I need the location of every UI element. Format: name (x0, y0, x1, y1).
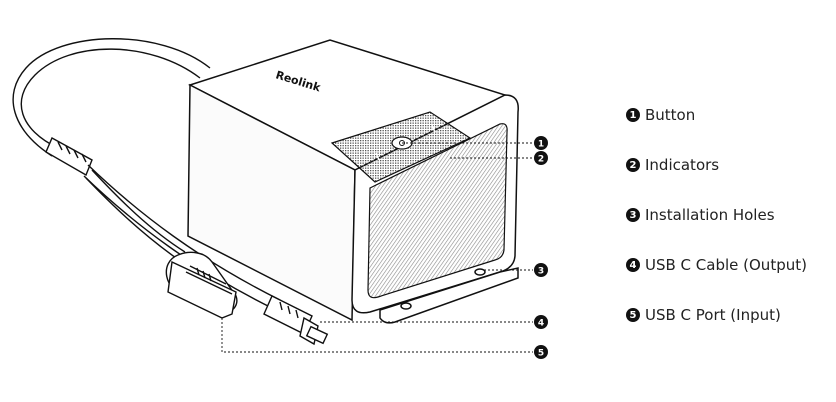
legend-label: Button (645, 106, 696, 124)
legend-label: Indicators (645, 156, 720, 174)
svg-text:2: 2 (538, 155, 544, 165)
legend-item-usb-c-cable-output: 4 USB C Cable (Output) (626, 240, 807, 290)
legend-badge: 1 (626, 108, 640, 122)
leader-lines (221, 142, 533, 353)
legend-label: Installation Holes (645, 206, 775, 224)
svg-text:3: 3 (538, 267, 544, 277)
legend-item-indicators: 2 Indicators (626, 140, 807, 190)
indicator-left (375, 152, 380, 161)
legend-badge: 2 (626, 158, 640, 172)
usb-c-port-input (165, 251, 238, 319)
indicator-right (431, 124, 436, 133)
legend-badge: 5 (626, 308, 640, 322)
legend-item-button: 1 Button (626, 90, 807, 140)
legend-item-usb-c-port-input: 5 USB C Port (Input) (626, 290, 807, 340)
device-body (187, 39, 519, 324)
usb-c-cable-output (263, 295, 329, 346)
legend-item-installation-holes: 3 Installation Holes (626, 190, 807, 240)
svg-text:1: 1 (538, 140, 544, 150)
legend-label: USB C Cable (Output) (645, 256, 807, 274)
control-pad (330, 111, 472, 183)
svg-text:4: 4 (538, 319, 544, 329)
callout-2: 2 (534, 151, 548, 165)
legend-label: USB C Port (Input) (645, 306, 781, 324)
legend: 1 Button 2 Indicators 3 Installation Hol… (626, 90, 807, 340)
callout-5: 5 (534, 345, 548, 359)
cable-harness (12, 38, 281, 310)
legend-badge: 4 (626, 258, 640, 272)
legend-badge: 3 (626, 208, 640, 222)
svg-text:5: 5 (538, 349, 544, 359)
callout-1: 1 (534, 136, 548, 150)
callout-3: 3 (534, 263, 548, 277)
callout-4: 4 (534, 315, 548, 329)
